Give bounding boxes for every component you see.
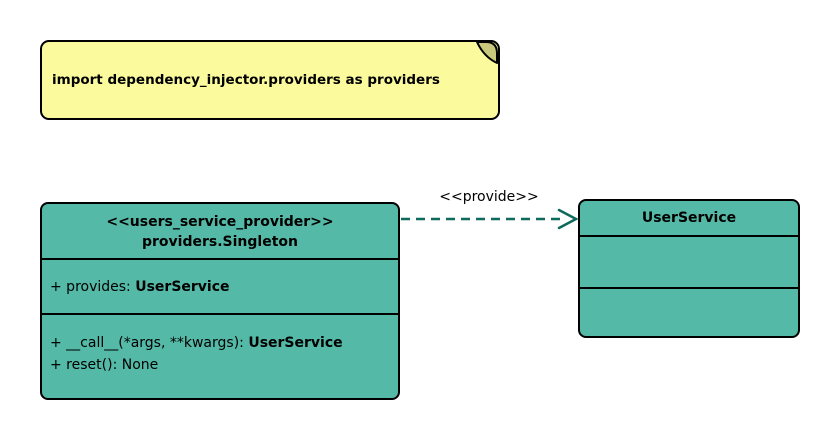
- class-providers-singleton: <<users_service_provider>> providers.Sin…: [40, 202, 400, 400]
- method-call: + __call__(*args, **kwargs): UserService: [50, 332, 390, 354]
- attribute-provides: + provides: UserService: [50, 279, 230, 295]
- note-fold-icon: [476, 41, 498, 64]
- provide-arrow-label: <<provide>>: [439, 189, 539, 205]
- class-userservice: UserService: [578, 199, 800, 338]
- method-return-type: UserService: [248, 335, 343, 351]
- class-attributes-section: [580, 235, 798, 287]
- class-stereotype: <<users_service_provider>>: [106, 214, 334, 230]
- attribute-type: UserService: [135, 278, 230, 295]
- attribute-text: + provides:: [50, 278, 136, 295]
- method-text: + __call__(*args, **kwargs):: [50, 335, 249, 351]
- class-attributes-section: + provides: UserService: [42, 258, 398, 313]
- method-text: + reset(): None: [50, 357, 159, 373]
- class-methods-section: + __call__(*args, **kwargs): UserService…: [42, 313, 398, 398]
- class-header: UserService: [580, 201, 798, 235]
- class-header: <<users_service_provider>> providers.Sin…: [42, 204, 398, 258]
- class-name: UserService: [641, 210, 737, 226]
- provide-arrow: [401, 208, 579, 230]
- class-name: providers.Singleton: [142, 234, 298, 250]
- import-note-text: import dependency_injector.providers as …: [52, 72, 440, 88]
- class-methods-section: [580, 287, 798, 336]
- import-note: import dependency_injector.providers as …: [40, 40, 500, 120]
- method-reset: + reset(): None: [50, 354, 390, 376]
